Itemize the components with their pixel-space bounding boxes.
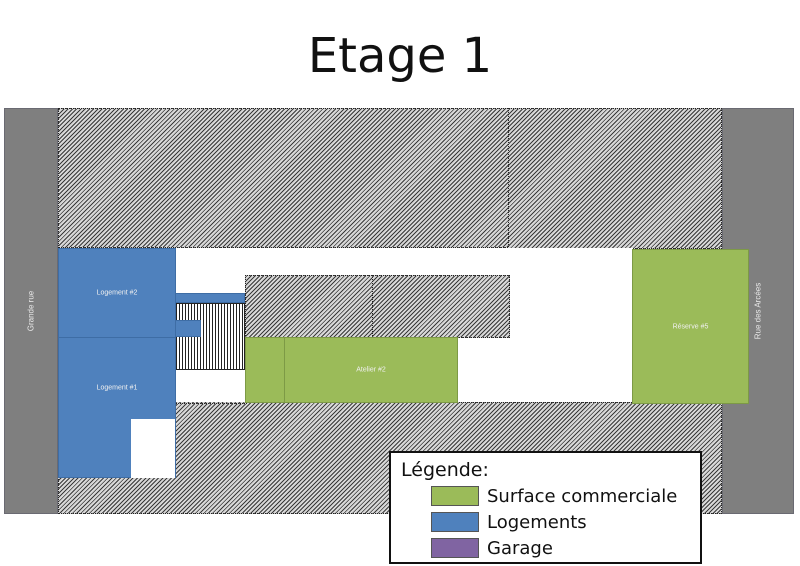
legend-label-garage: Garage — [487, 537, 553, 559]
light-well — [131, 419, 175, 478]
room-atelier-2[interactable]: Atelier #2 — [284, 337, 458, 403]
hatched-block-middle-left — [245, 275, 374, 338]
legend: Légende: Surface commerciale Logements G… — [389, 451, 702, 564]
staircase — [175, 303, 245, 370]
room-label-reserve-5: Réserve #5 — [672, 323, 709, 330]
street-label-left: Grande rue — [26, 290, 36, 332]
room-label-atelier-2: Atelier #2 — [356, 366, 386, 374]
swatch-housing — [431, 512, 479, 532]
housing-corridor-top — [175, 293, 245, 303]
street-label-right: Rue des Arcées — [753, 282, 763, 340]
room-logement-2[interactable]: Logement #2 — [58, 248, 176, 338]
room-reserve-5[interactable]: Réserve #5 — [632, 249, 749, 404]
legend-item-garage: Garage — [431, 536, 553, 560]
street-grande-rue: Grande rue — [4, 108, 58, 514]
legend-item-commercial: Surface commerciale — [431, 484, 677, 508]
room-atelier-2-annex[interactable] — [245, 337, 285, 403]
neighbor-building-top-left — [58, 108, 510, 248]
page-title: Etage 1 — [307, 28, 493, 84]
legend-title: Légende: — [401, 459, 489, 481]
neighbor-building-top-right — [508, 108, 722, 249]
room-label-logement-1: Logement #1 — [96, 384, 138, 392]
hatched-block-middle-right — [372, 275, 510, 338]
legend-item-housing: Logements — [431, 510, 587, 534]
housing-corridor-landing — [175, 320, 201, 337]
legend-label-commercial: Surface commerciale — [487, 485, 678, 507]
legend-label-housing: Logements — [487, 511, 587, 533]
swatch-commercial — [431, 486, 479, 506]
room-label-logement-2: Logement #2 — [96, 289, 138, 297]
swatch-garage — [431, 538, 479, 558]
